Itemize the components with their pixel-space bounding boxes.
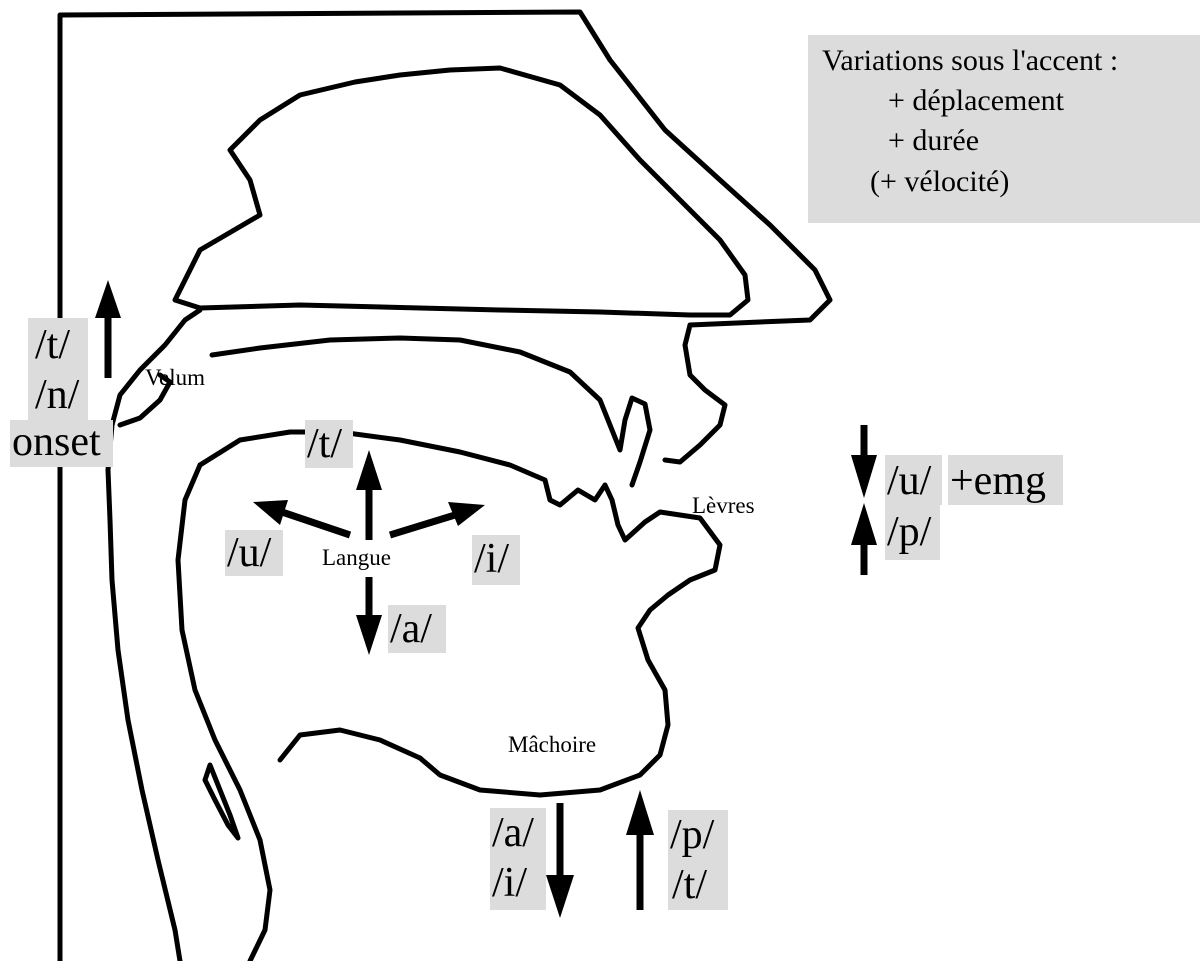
lips-label: Lèvres [692, 493, 755, 518]
accent-item-duration: + durée [888, 124, 979, 157]
jaw-label: Mâchoire [508, 732, 596, 757]
tongue-label-t: /t/ [307, 421, 342, 467]
accent-variations-box: Variations sous l'accent : + déplacement… [808, 35, 1200, 223]
lips-arrow-group: /u/ +emg /p/ [851, 425, 1063, 575]
nasal-cavity-outline [175, 68, 748, 315]
velum-label: Velum [145, 365, 205, 390]
accent-item-velocity: (+ vélocité) [870, 165, 1009, 198]
velum-label-t: /t/ [35, 322, 70, 368]
velum-arrowhead [95, 280, 121, 318]
velum-label-n: /n/ [35, 372, 80, 418]
palate-velum-outline [112, 310, 650, 485]
jaw-label-p: /p/ [670, 812, 715, 858]
jaw-label-i: /i/ [492, 860, 527, 906]
lips-label-u: /u/ [887, 458, 932, 504]
velum-arrow-group: /t/ /n/ onset [10, 280, 121, 467]
lips-arrowhead-down [851, 455, 877, 498]
tongue-label-a: /a/ [390, 606, 432, 652]
tongue-label-u: /u/ [227, 530, 272, 576]
lips-label-emg: +emg [950, 458, 1046, 504]
velum-label-onset: onset [12, 419, 101, 465]
tongue-arrow-front [390, 515, 455, 535]
tongue-arrowhead-up [356, 450, 382, 490]
tongue-outline [200, 432, 720, 795]
tongue-label: Langue [322, 545, 391, 570]
accent-item-displacement: + déplacement [888, 84, 1065, 117]
jaw-arrow-group: /a/ /i/ /p/ /t/ [490, 790, 728, 918]
tongue-arrowhead-down [356, 615, 382, 655]
lips-arrowhead-up [851, 503, 877, 545]
jaw-arrowhead-down [546, 875, 574, 918]
tongue-arrow-back [282, 512, 350, 535]
jaw-label-a: /a/ [492, 810, 534, 856]
jaw-outline [280, 730, 420, 760]
tongue-arrowhead-front [448, 502, 485, 526]
pharynx-outline [108, 425, 270, 961]
accent-box-title: Variations sous l'accent : [822, 44, 1118, 77]
jaw-arrowhead-up [626, 790, 654, 835]
lips-label-p: /p/ [887, 509, 932, 555]
tongue-label-i: /i/ [474, 536, 509, 582]
tongue-arrowhead-back [253, 500, 288, 525]
jaw-label-t: /t/ [672, 862, 707, 908]
